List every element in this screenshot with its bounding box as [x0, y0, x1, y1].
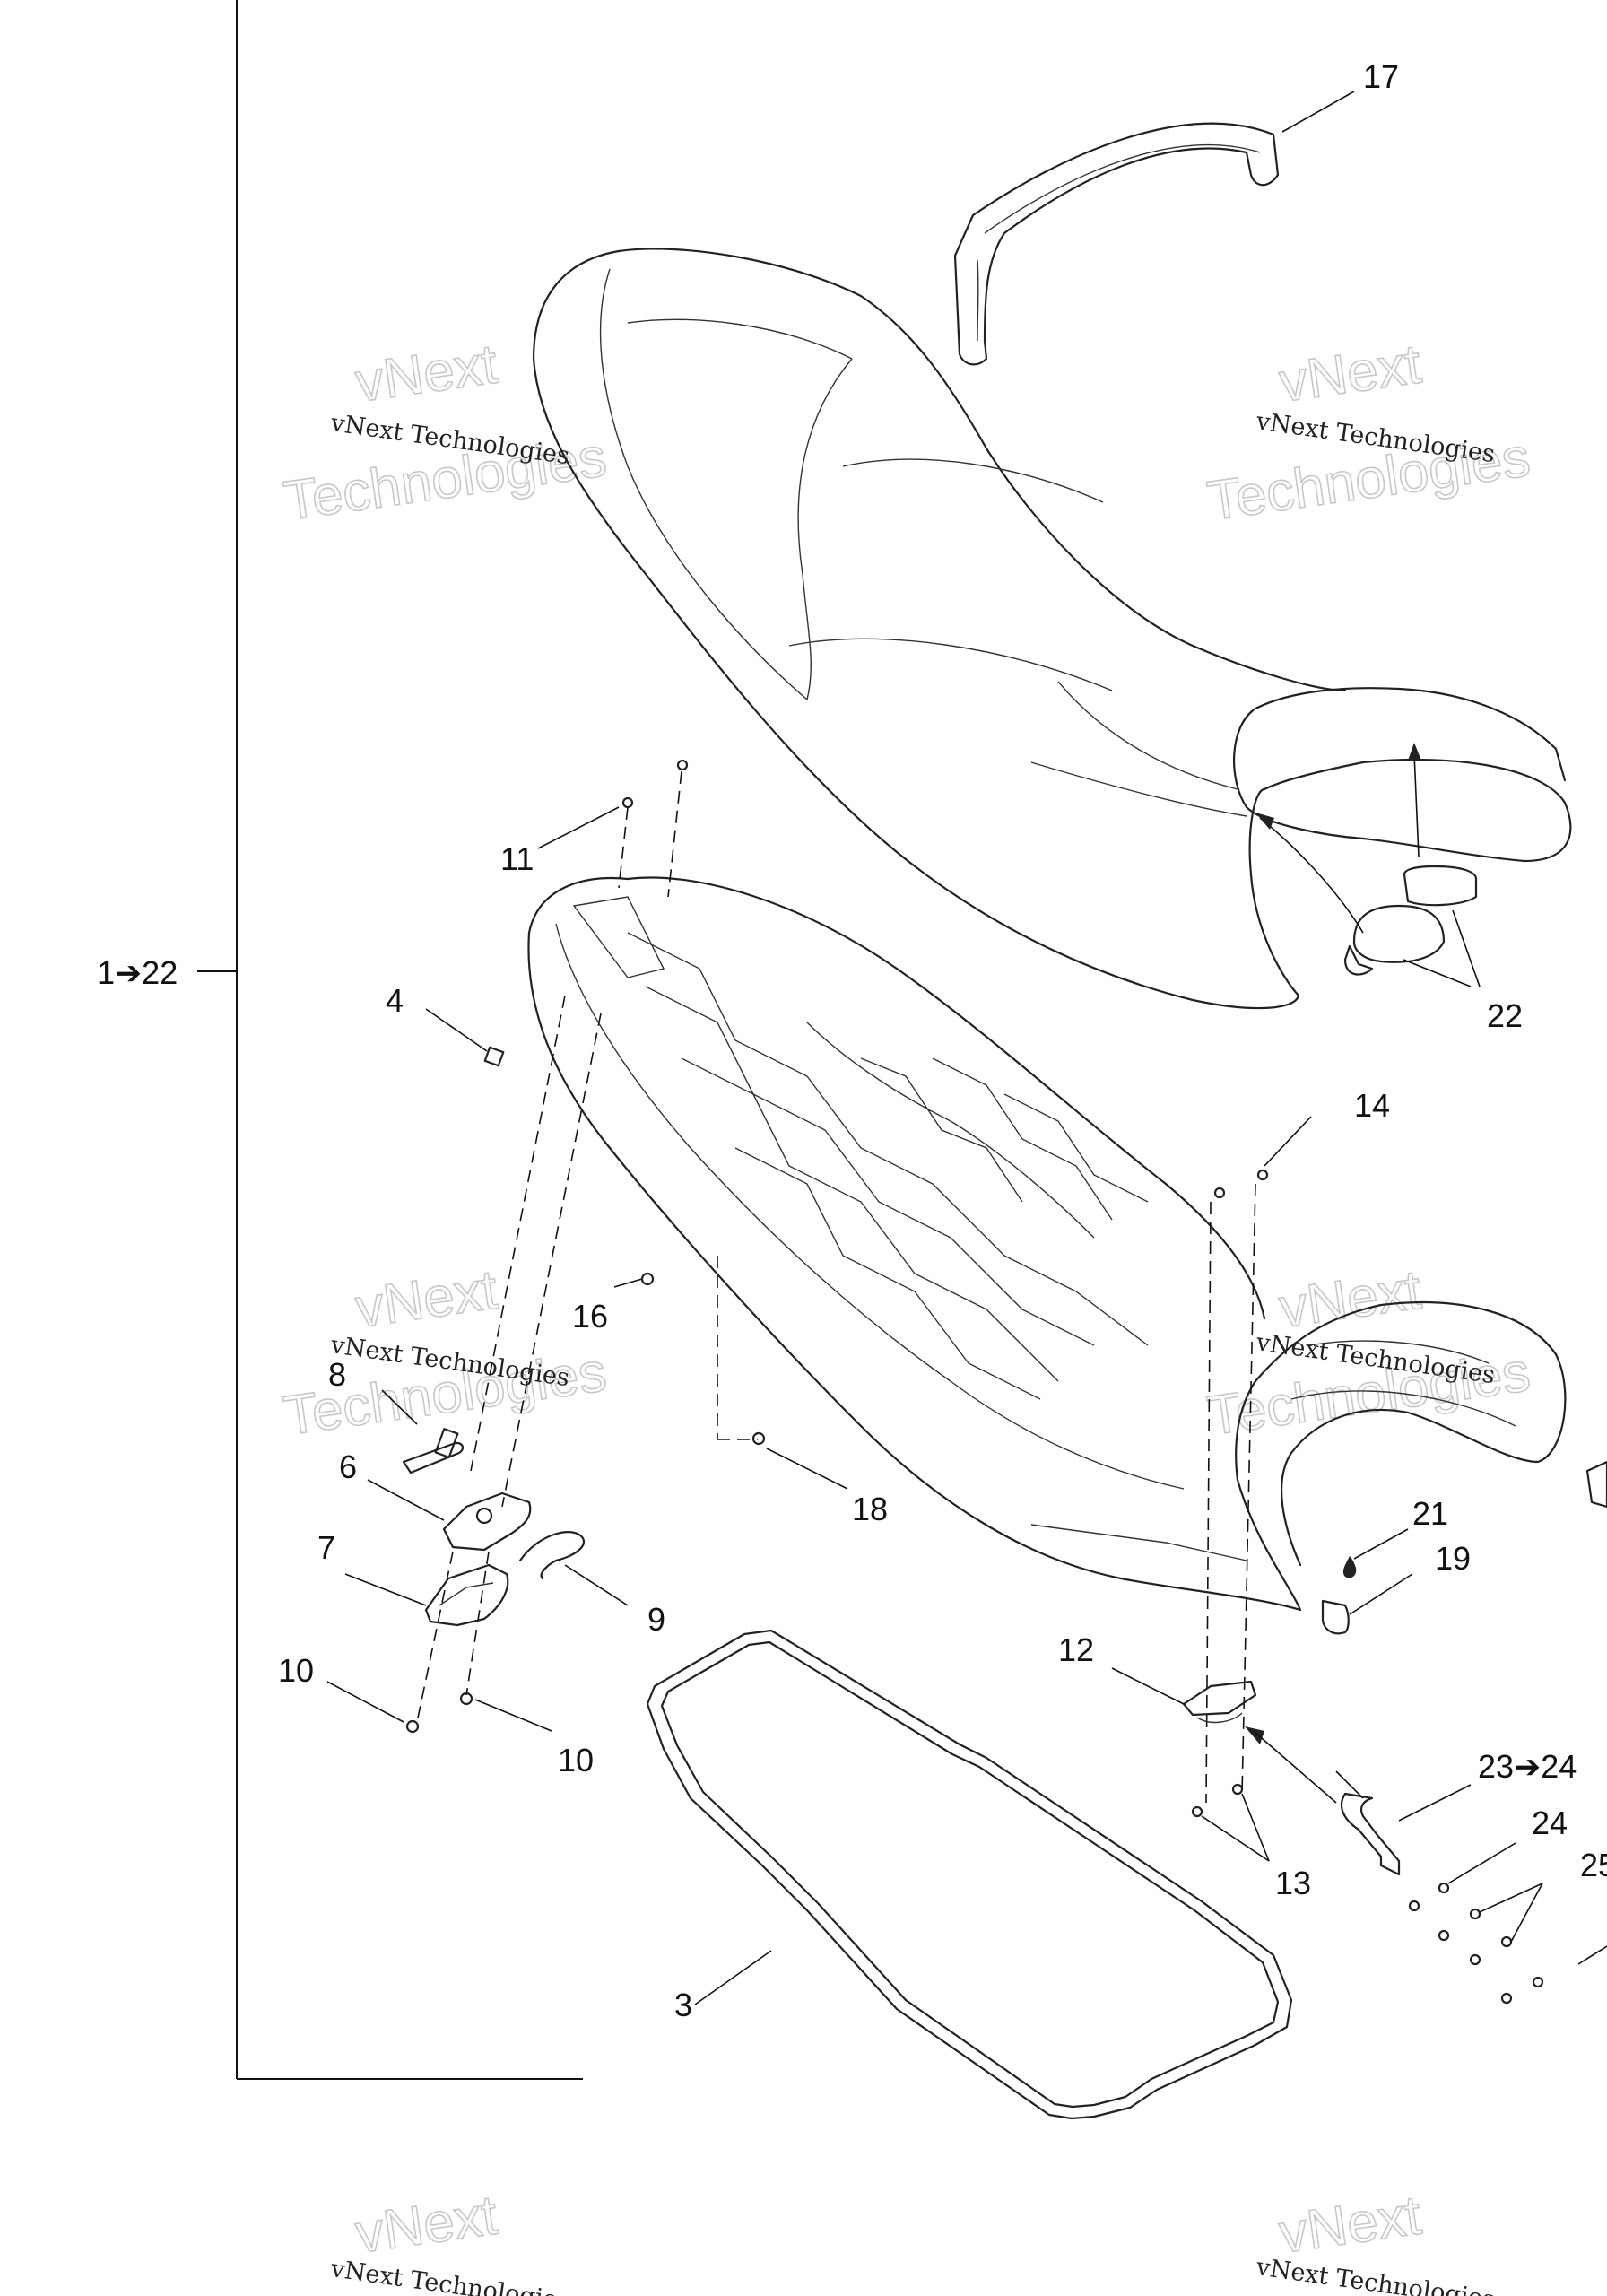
part-seat-cover: [532, 248, 1572, 1010]
callout-13: 13: [1275, 1865, 1311, 1901]
hardware: [405, 759, 1544, 2005]
assembly-bracket: [197, 0, 583, 2080]
callout-10-right: 10: [558, 1742, 594, 1779]
part-19-cap: [1321, 1599, 1350, 1635]
callout-3: 3: [674, 1987, 692, 2023]
svg-text:vNext: vNext: [1275, 2184, 1425, 2265]
part-23-handle: [1245, 1726, 1401, 1876]
part-17-strap: [953, 122, 1280, 366]
leader-lines: [326, 91, 1543, 2005]
callout-14: 14: [1354, 1087, 1390, 1124]
callout-25: 25: [1580, 1847, 1607, 1883]
callout-11: 11: [500, 840, 534, 877]
part-12-bracket: [1182, 1680, 1257, 1724]
svg-text:vNext Technologies: vNext Technologies: [1254, 2253, 1497, 2296]
svg-text:vNext: vNext: [352, 2184, 501, 2265]
callout-6: 6: [339, 1448, 357, 1485]
watermark-bottom-right: vNext vNext Technologies: [1254, 2184, 1497, 2296]
assembly-dashed-lines: [416, 770, 1256, 1804]
svg-text:vNext Technologies: vNext Technologies: [328, 2255, 571, 2296]
callout-18: 18: [852, 1491, 888, 1527]
watermark-top-right: vNext Technologies vNext Technologies: [1203, 333, 1535, 534]
callout-24: 24: [1532, 1805, 1568, 1841]
part-3-gasket: [646, 1629, 1293, 2120]
callout-1-22: 1➔22: [97, 954, 178, 991]
part-9-clip: [518, 1531, 586, 1580]
callout-4: 4: [386, 982, 404, 1019]
callout-17: 17: [1363, 58, 1399, 95]
callout-9: 9: [647, 1601, 665, 1638]
callout-labels: 17 1➔22 22 11 4 14 16 8 6 7 9 10 10 18 2…: [97, 58, 1607, 2023]
part-22-caps: [1255, 743, 1478, 976]
part-21-drop: [1342, 1556, 1357, 1578]
callout-7: 7: [317, 1529, 335, 1566]
callout-23-24: 23➔24: [1478, 1748, 1577, 1785]
watermark-bottom-left: vNext vNext Technologies: [328, 2184, 571, 2296]
watermark-mid-left: vNext Technologies vNext Technologies: [280, 1258, 612, 1448]
part-7-plate: [424, 1563, 509, 1627]
svg-text:vNext: vNext: [352, 1258, 501, 1339]
callout-12: 12: [1058, 1631, 1094, 1668]
svg-text:vNext: vNext: [352, 333, 501, 413]
callout-8: 8: [328, 1356, 346, 1393]
part-25: [1577, 1460, 1607, 1965]
svg-text:vNext: vNext: [1275, 333, 1425, 413]
svg-text:vNext: vNext: [1275, 1258, 1425, 1339]
part-6-latch: [442, 1492, 532, 1552]
callout-19: 19: [1435, 1540, 1471, 1577]
callout-21: 21: [1412, 1495, 1448, 1532]
callout-16: 16: [572, 1298, 608, 1335]
callout-10-left: 10: [278, 1652, 314, 1689]
part-seat-base: [527, 876, 1567, 1612]
watermark-top-left: vNext Technologies vNext Technologies: [280, 333, 612, 534]
callout-22: 22: [1487, 997, 1523, 1034]
part-8-pin: [402, 1428, 465, 1474]
